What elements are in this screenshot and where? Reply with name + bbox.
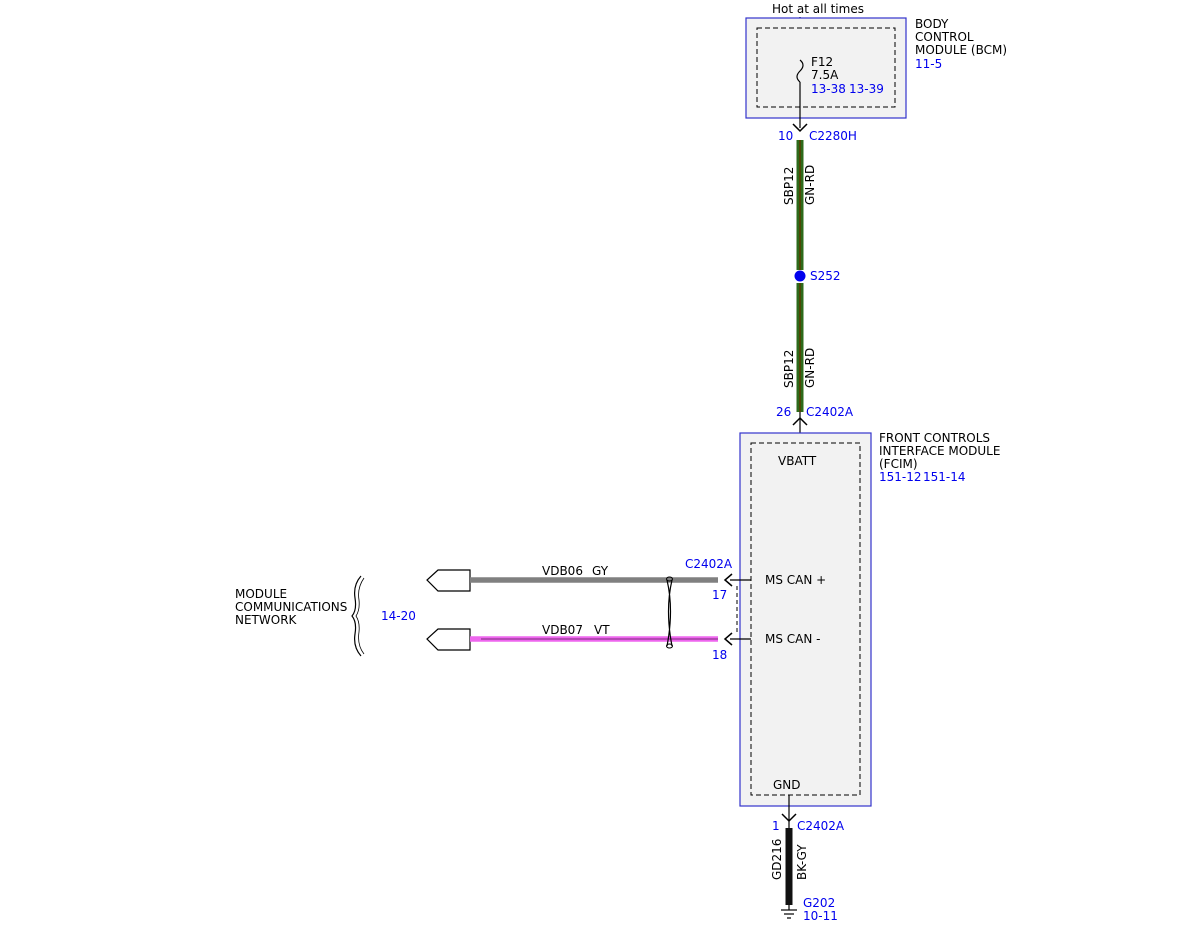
fcim-page-ref-2[interactable]: 151-14: [923, 470, 966, 484]
fcim-pin-can-low: MS CAN -: [765, 632, 821, 646]
ground-wire-circuit: GD216: [770, 839, 784, 880]
can-high-color: GY: [592, 564, 609, 578]
network-brace-icon: [351, 575, 362, 657]
ground-point-ref[interactable]: 10-11: [803, 909, 838, 923]
fcim-pin-vbatt: VBATT: [778, 454, 817, 468]
network-name-line-1: MODULE: [235, 587, 287, 601]
wire-lower-circuit: SBP12: [782, 350, 796, 388]
network-page-ref[interactable]: 14-20: [381, 609, 416, 623]
splice-id[interactable]: S252: [810, 269, 841, 283]
network-name-line-2: COMMUNICATIONS: [235, 600, 347, 614]
fcim-pin-can-high: MS CAN +: [765, 573, 826, 587]
fcim-name-line-3: (FCIM): [879, 457, 918, 471]
bcm-name-line-1: BODY: [915, 17, 949, 31]
bcm-connector-pin: 10: [778, 129, 793, 143]
ground-symbol-icon: [781, 909, 797, 919]
bcm-page-ref[interactable]: 11-5: [915, 57, 942, 71]
fuse-ref-1[interactable]: 13-38: [811, 82, 846, 96]
fcim-pin-gnd: GND: [773, 778, 801, 792]
network-terminal-icon[interactable]: [426, 569, 471, 592]
fcim-page-ref-1[interactable]: 151-12: [879, 470, 922, 484]
can-low-color: VT: [594, 623, 610, 637]
network-terminal-icon[interactable]: [426, 628, 471, 651]
can-low-pin: 18: [712, 648, 727, 662]
connector-arrow-icon: [723, 573, 733, 587]
connector-arrow-icon: [723, 632, 733, 646]
can-high-pin: 17: [712, 588, 727, 602]
wire-upper-circuit: SBP12: [782, 167, 796, 205]
bcm-module-box[interactable]: [745, 17, 907, 119]
bcm-name-line-2: CONTROL: [915, 30, 974, 44]
connector-arrow-icon: [792, 123, 808, 133]
fuse-rating: 7.5A: [811, 68, 839, 82]
bcm-connector-name[interactable]: C2280H: [809, 129, 857, 143]
power-source-label: Hot at all times: [772, 2, 864, 16]
splice-dot-icon: [794, 270, 806, 282]
gnd-connector-name[interactable]: C2402A: [797, 819, 845, 833]
wire-lower-color: GN-RD: [803, 348, 817, 388]
fcim-power-pin: 26: [776, 405, 791, 419]
fcim-power-connector[interactable]: C2402A: [806, 405, 854, 419]
bcm-name-line-3: MODULE (BCM): [915, 43, 1007, 57]
can-connector-name[interactable]: C2402A: [685, 557, 733, 571]
fuse-id: F12: [811, 55, 833, 69]
bcm-internal-boundary: [756, 27, 896, 108]
fuse-ref-2[interactable]: 13-39: [849, 82, 884, 96]
can-high-circuit: VDB06: [542, 564, 583, 578]
fuse-icon: [796, 59, 804, 83]
twisted-pair-icon: [666, 579, 673, 647]
ground-wire-color: BK-GY: [795, 844, 809, 880]
fcim-name-line-2: INTERFACE MODULE: [879, 444, 1000, 458]
fcim-internal-boundary: [750, 442, 861, 796]
can-low-circuit: VDB07: [542, 623, 583, 637]
connector-arrow-icon: [781, 813, 797, 823]
fcim-module-box[interactable]: [739, 432, 872, 807]
gnd-connector-pin: 1: [772, 819, 780, 833]
wire-upper-color: GN-RD: [803, 165, 817, 205]
ground-point-id[interactable]: G202: [803, 896, 835, 910]
network-name-line-3: NETWORK: [235, 613, 298, 627]
fcim-name-line-1: FRONT CONTROLS: [879, 431, 990, 445]
